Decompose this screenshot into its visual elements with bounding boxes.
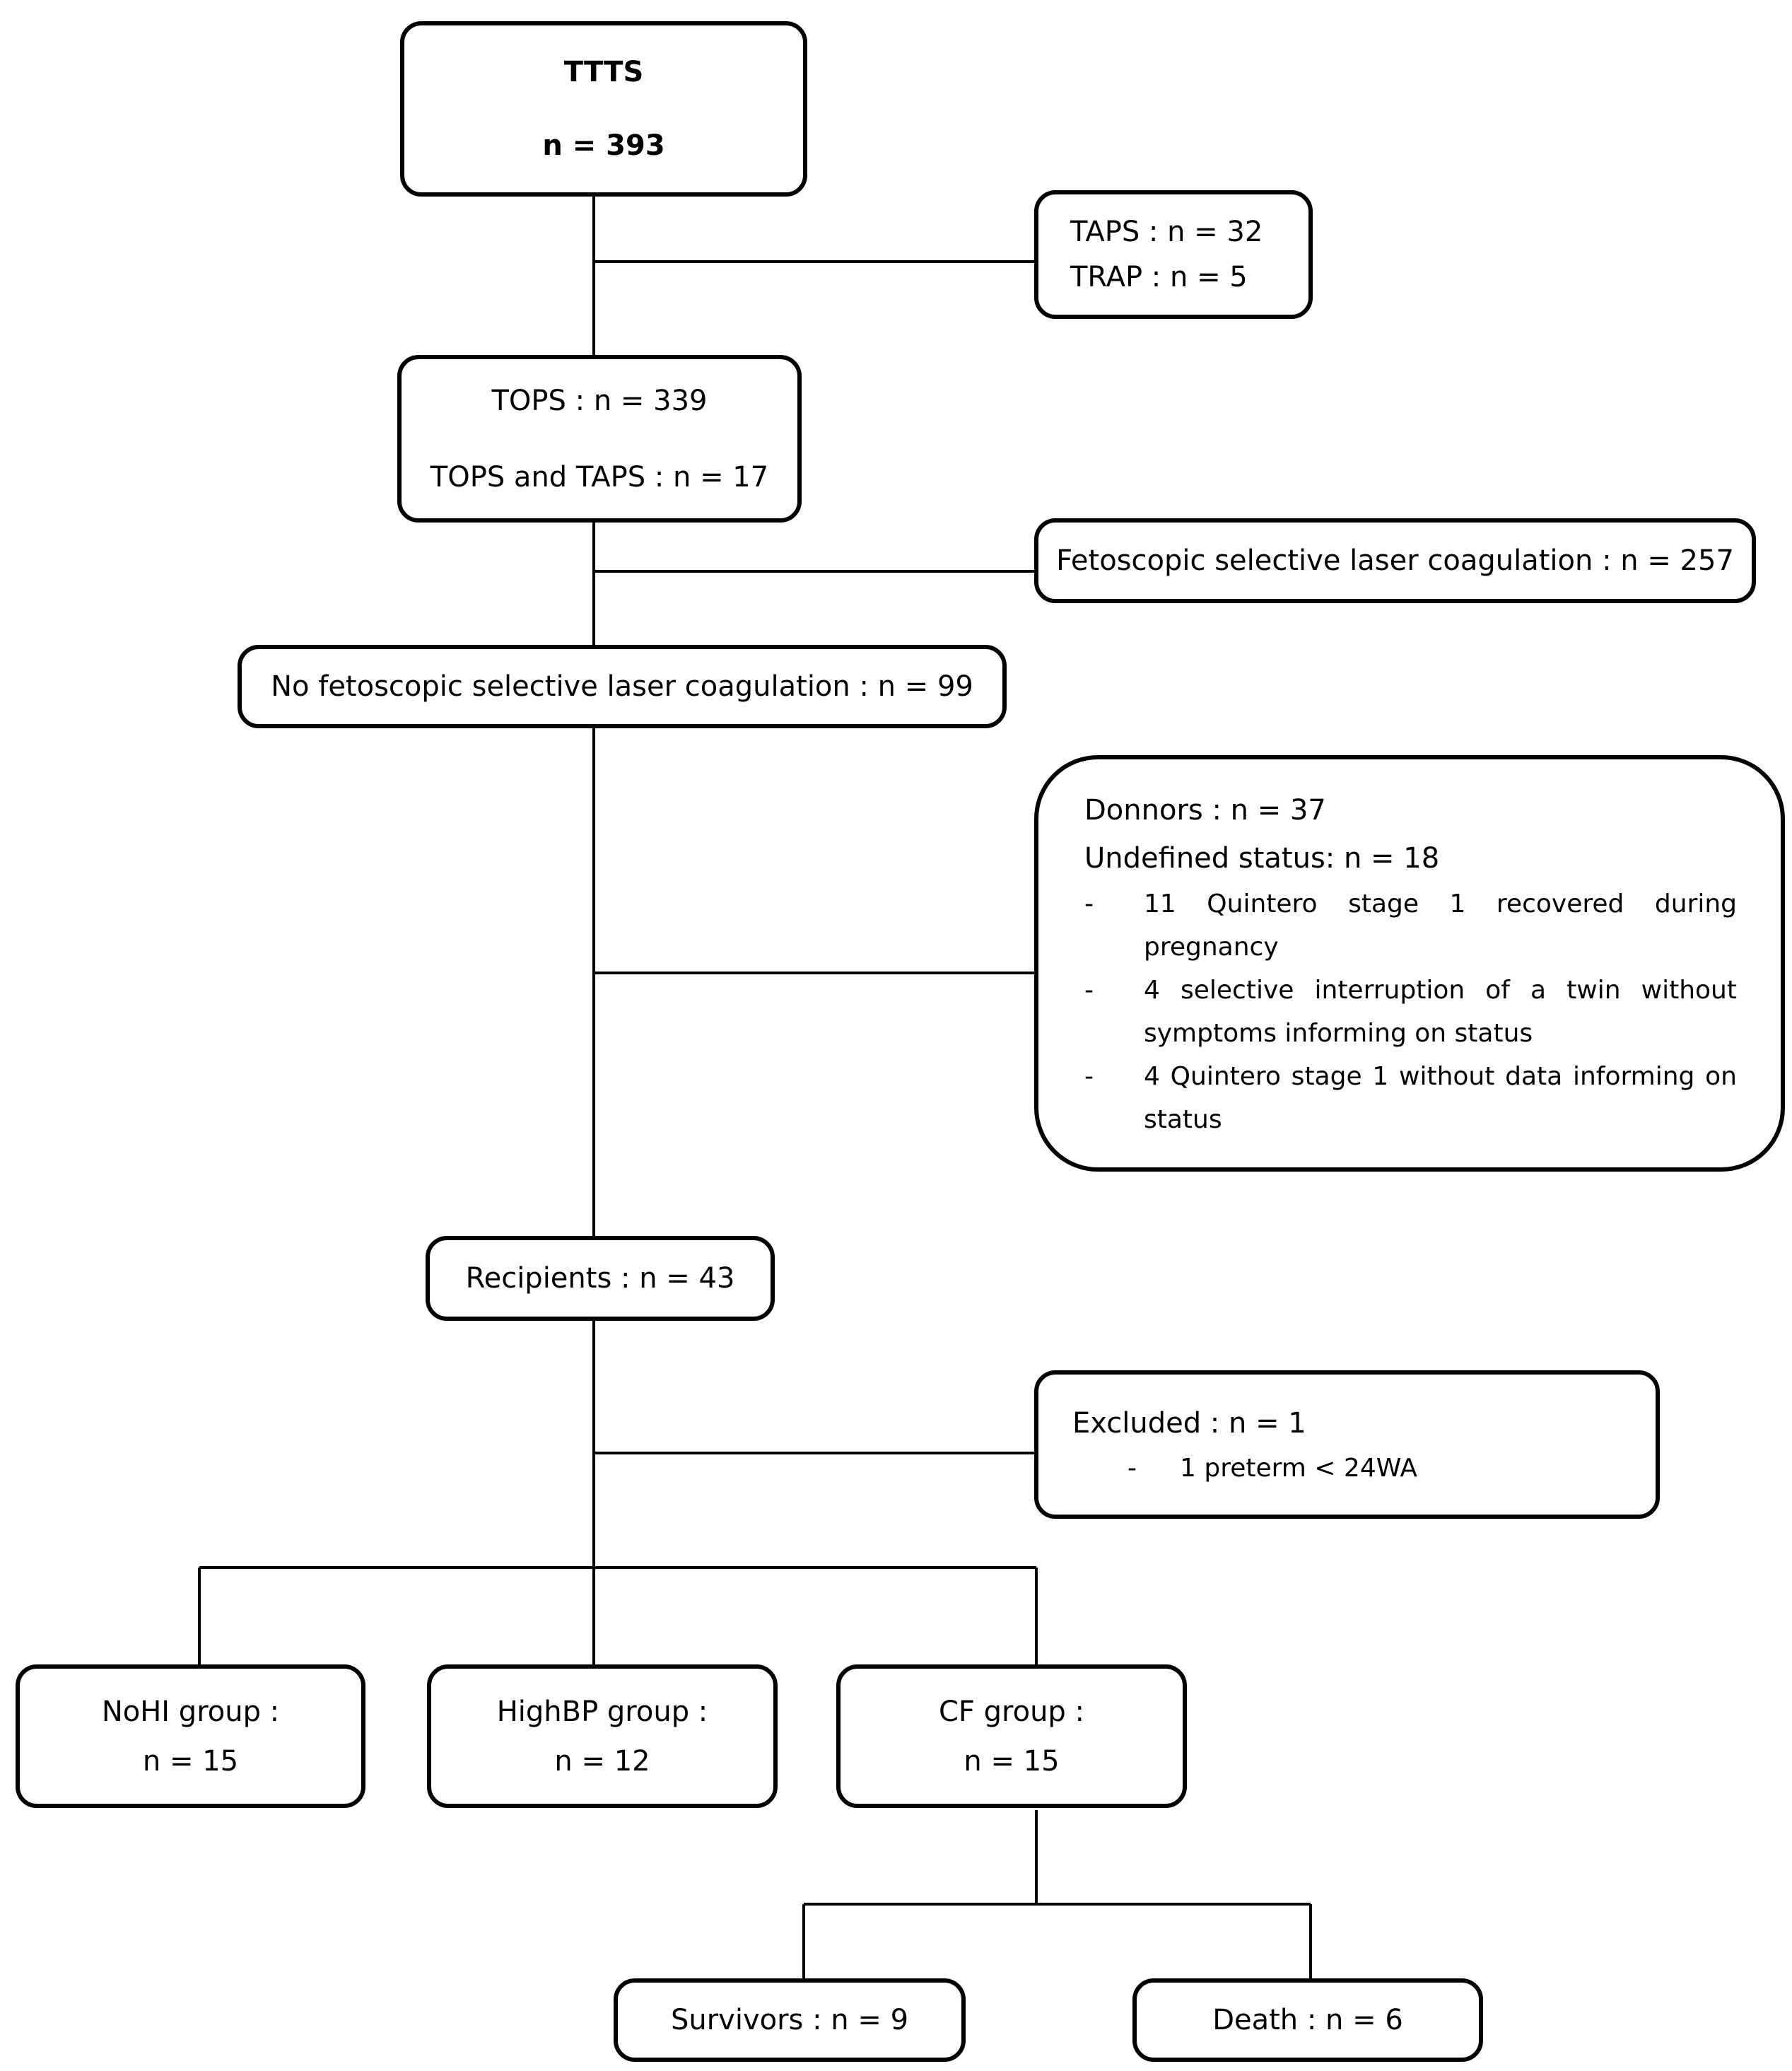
bullet-dash: - (1084, 1061, 1094, 1091)
ttts-count: n = 393 (542, 129, 665, 162)
list-item: - 11 Quintero stage 1 recovered during p… (1084, 882, 1737, 969)
nohi-group-count: n = 15 (142, 1744, 239, 1778)
bullet-text: 1 preterm < 24WA (1180, 1453, 1417, 1483)
recipients-count: Recipients : n = 43 (465, 1262, 735, 1295)
cf-group-count: n = 15 (964, 1744, 1060, 1778)
highbp-group-box: HighBP group : n = 12 (427, 1664, 778, 1808)
no-laser-coagulation-label: No fetoscopic selective laser coagulatio… (271, 670, 973, 703)
bullet-text: 11 Quintero stage 1 recovered during pre… (1144, 889, 1737, 962)
taps-trap-box: TAPS : n = 32 TRAP : n = 5 (1034, 190, 1313, 319)
ttts-box: TTTS n = 393 (400, 21, 807, 197)
survivors-box: Survivors : n = 9 (614, 1978, 966, 2062)
list-item: - 4 Quintero stage 1 without data inform… (1084, 1055, 1737, 1141)
nohi-group-label: NoHI group : (101, 1695, 280, 1728)
list-item: - 1 preterm < 24WA (1072, 1447, 1656, 1490)
excluded-box: Excluded : n = 1 - 1 preterm < 24WA (1034, 1370, 1660, 1519)
bullet-dash: - (1084, 975, 1094, 1005)
recipients-box: Recipients : n = 43 (426, 1236, 775, 1321)
bullet-text: 4 selective interruption of a twin witho… (1144, 975, 1737, 1048)
tops-count: TOPS : n = 339 (491, 384, 708, 417)
tops-box: TOPS : n = 339 TOPS and TAPS : n = 17 (397, 355, 802, 523)
no-laser-coagulation-box: No fetoscopic selective laser coagulatio… (238, 645, 1007, 728)
survivors-count: Survivors : n = 9 (670, 2004, 909, 2036)
cf-group-box: CF group : n = 15 (836, 1664, 1187, 1808)
donors-status-box: Donnors : n = 37 Undefined status: n = 1… (1034, 755, 1785, 1172)
laser-coagulation-label: Fetoscopic selective laser coagulation :… (1056, 544, 1734, 577)
undefined-status-count: Undefined status: n = 18 (1084, 841, 1440, 875)
taps-count: TAPS : n = 32 (1070, 216, 1263, 248)
highbp-group-count: n = 12 (554, 1744, 650, 1778)
bullet-dash: - (1128, 1453, 1137, 1483)
cf-group-label: CF group : (938, 1695, 1084, 1728)
bullet-text: 4 Quintero stage 1 without data informin… (1144, 1061, 1737, 1134)
death-box: Death : n = 6 (1132, 1978, 1483, 2062)
trap-count: TRAP : n = 5 (1070, 261, 1248, 293)
death-count: Death : n = 6 (1212, 2004, 1403, 2036)
list-item: - 4 selective interruption of a twin wit… (1084, 969, 1737, 1055)
ttts-title: TTTS (563, 56, 644, 88)
tops-and-taps-count: TOPS and TAPS : n = 17 (430, 460, 769, 494)
bullet-dash: - (1084, 889, 1094, 918)
laser-coagulation-box: Fetoscopic selective laser coagulation :… (1034, 518, 1756, 603)
highbp-group-label: HighBP group : (496, 1695, 708, 1728)
nohi-group-box: NoHI group : n = 15 (16, 1664, 365, 1808)
donors-count: Donnors : n = 37 (1084, 793, 1326, 827)
excluded-count: Excluded : n = 1 (1072, 1406, 1306, 1440)
